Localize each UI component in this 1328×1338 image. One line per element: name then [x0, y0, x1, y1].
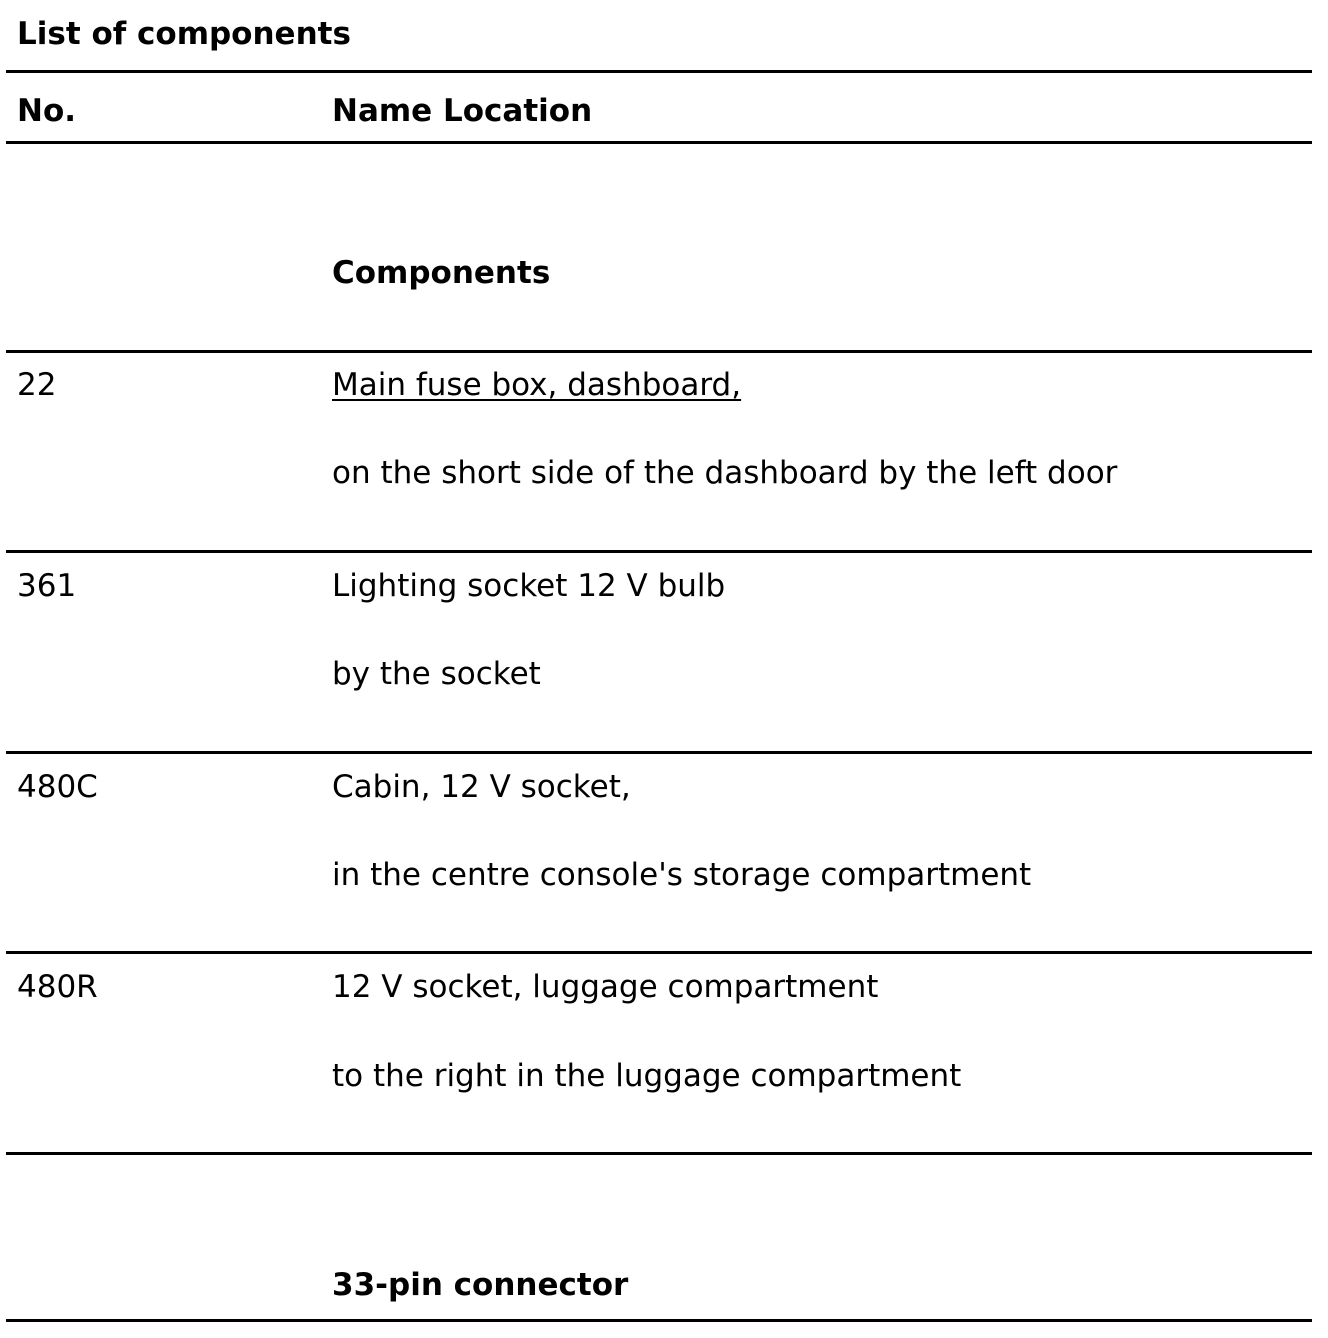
row-divider	[6, 1152, 1312, 1155]
document-title: List of components	[17, 16, 351, 52]
section-heading-33-pin-connector: 33-pin connector	[332, 1267, 629, 1303]
component-number: 22	[17, 367, 57, 403]
row-divider	[6, 751, 1312, 754]
section-heading-components: Components	[332, 255, 551, 291]
component-location: in the centre console's storage compartm…	[332, 857, 1032, 893]
component-name: Lighting socket 12 V bulb	[332, 568, 726, 604]
component-location: on the short side of the dashboard by th…	[332, 455, 1118, 491]
component-location: by the socket	[332, 656, 541, 692]
component-name: 12 V socket, luggage compartment	[332, 969, 879, 1005]
column-header-name-location: Name Location	[332, 93, 593, 129]
row-divider	[6, 550, 1312, 553]
component-name: Cabin, 12 V socket,	[332, 769, 631, 805]
component-number: 480C	[17, 769, 98, 805]
row-divider	[6, 951, 1312, 954]
row-divider	[6, 350, 1312, 353]
component-name-link[interactable]: Main fuse box, dashboard,	[332, 367, 742, 403]
section-bottom-rule	[6, 1319, 1312, 1322]
component-number: 480R	[17, 969, 98, 1005]
column-header-no: No.	[17, 93, 77, 129]
header-top-rule	[6, 70, 1312, 73]
component-number: 361	[17, 568, 77, 604]
component-location: to the right in the luggage compartment	[332, 1058, 962, 1094]
header-bottom-rule	[6, 141, 1312, 144]
